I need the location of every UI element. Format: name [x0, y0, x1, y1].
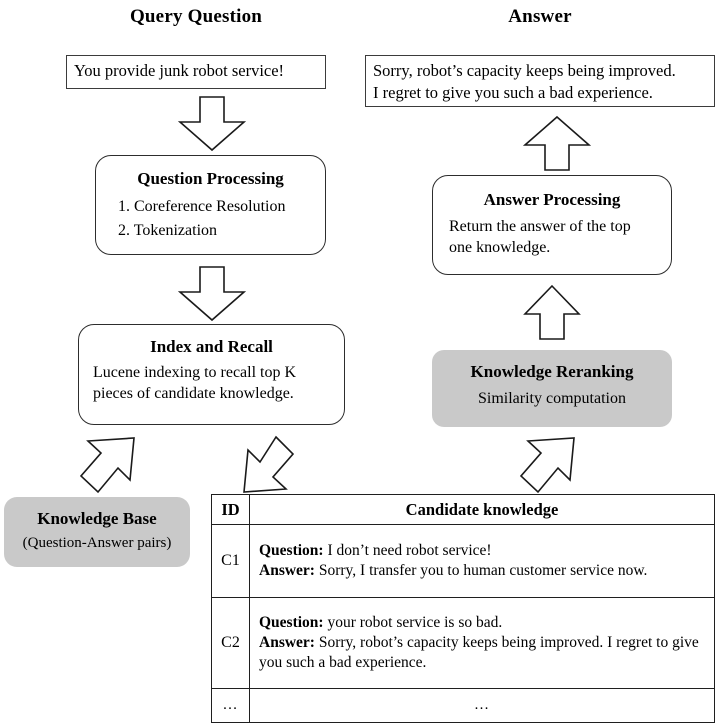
question-text: I don’t need robot service! — [323, 541, 492, 559]
table-cell-id: C1 — [211, 524, 250, 598]
page-title-answer: Answer — [508, 6, 572, 27]
table-header-id: ID — [211, 494, 250, 525]
knowledge-answer-line: Answer: Sorry, I transfer you to human c… — [259, 561, 708, 581]
answer-label: Answer: — [259, 633, 315, 651]
answer-text: Sorry, I transfer you to human customer … — [314, 562, 648, 579]
knowledge-reranking-subtitle: Similarity computation — [478, 390, 626, 407]
table-cell-knowledge-ellipsis: … — [249, 688, 715, 723]
question-label: Question: — [259, 541, 324, 559]
table-row: C2 Question: your robot service is so ba… — [211, 597, 715, 689]
arrow-up-icon-answer-processing-to-answer — [522, 115, 592, 172]
answer-label: Answer: — [259, 562, 315, 579]
knowledge-answer-line: Answer: Sorry, robot’s capacity keeps be… — [259, 633, 708, 673]
table-row-ellipsis: … … — [211, 688, 715, 723]
question-processing-step-2: 2. Tokenization — [118, 222, 218, 240]
table-cell-knowledge: Question: your robot service is so bad. … — [249, 597, 715, 689]
question-processing-title: Question Processing — [137, 169, 284, 188]
question-processing-step-1: 1. Coreference Resolution — [118, 198, 286, 215]
answer-processing-body: Return the answer of the top one knowled… — [449, 218, 631, 257]
arrow-down-right-icon-index-to-candidate-table — [238, 434, 308, 496]
index-and-recall-body: Lucene indexing to recall top K pieces o… — [93, 364, 297, 403]
table-cell-id: C2 — [211, 597, 250, 689]
question-processing-box: Question Processing 1. Coreference Resol… — [95, 155, 326, 255]
question-label: Question: — [259, 613, 324, 631]
knowledge-reranking-title: Knowledge Reranking — [470, 362, 634, 381]
table-row: C1 Question: I don’t need robot service!… — [211, 524, 715, 598]
answer-output-box: Sorry, robot’s capacity keeps being impr… — [365, 55, 715, 107]
answer-processing-title: Answer Processing — [483, 190, 621, 209]
answer-processing-box: Answer Processing Return the answer of t… — [432, 175, 672, 275]
index-and-recall-box: Index and Recall Lucene indexing to reca… — [78, 324, 345, 425]
answer-output-line-2: I regret to give you such a bad experien… — [373, 82, 653, 102]
knowledge-base-box: Knowledge Base (Question-Answer pairs) — [4, 497, 190, 567]
table-header-candidate-knowledge: Candidate knowledge — [249, 494, 715, 525]
table-cell-id-ellipsis: … — [211, 688, 250, 723]
index-and-recall-title: Index and Recall — [150, 337, 273, 356]
knowledge-base-title: Knowledge Base — [37, 509, 157, 528]
knowledge-question-line: Question: I don’t need robot service! — [259, 541, 708, 561]
candidate-knowledge-table: ID Candidate knowledge C1 Question: I do… — [211, 494, 715, 723]
arrow-down-icon-query-to-question-processing — [177, 96, 247, 152]
query-question-text: You provide junk robot service! — [74, 61, 285, 80]
knowledge-question-line: Question: your robot service is so bad. — [259, 613, 708, 633]
arrow-up-right-icon-candidate-table-to-reranking — [508, 434, 578, 496]
answer-output-line-1: Sorry, robot’s capacity keeps being impr… — [373, 61, 676, 80]
question-text: your robot service is so bad. — [323, 613, 503, 631]
arrow-down-icon-question-processing-to-index — [177, 266, 247, 322]
knowledge-reranking-box: Knowledge Reranking Similarity computati… — [432, 350, 672, 427]
answer-text: Sorry, robot’s capacity keeps being impr… — [259, 633, 699, 672]
page-title-query-question: Query Question — [129, 6, 263, 27]
arrow-up-right-icon-knowledge-base-to-index — [68, 434, 138, 496]
query-question-box: You provide junk robot service! — [66, 55, 326, 89]
table-cell-knowledge: Question: I don’t need robot service! An… — [249, 524, 715, 598]
table-header-row: ID Candidate knowledge — [211, 494, 715, 525]
knowledge-base-subtitle: (Question-Answer pairs) — [22, 535, 172, 551]
arrow-up-icon-reranking-to-answer-processing — [523, 284, 581, 341]
